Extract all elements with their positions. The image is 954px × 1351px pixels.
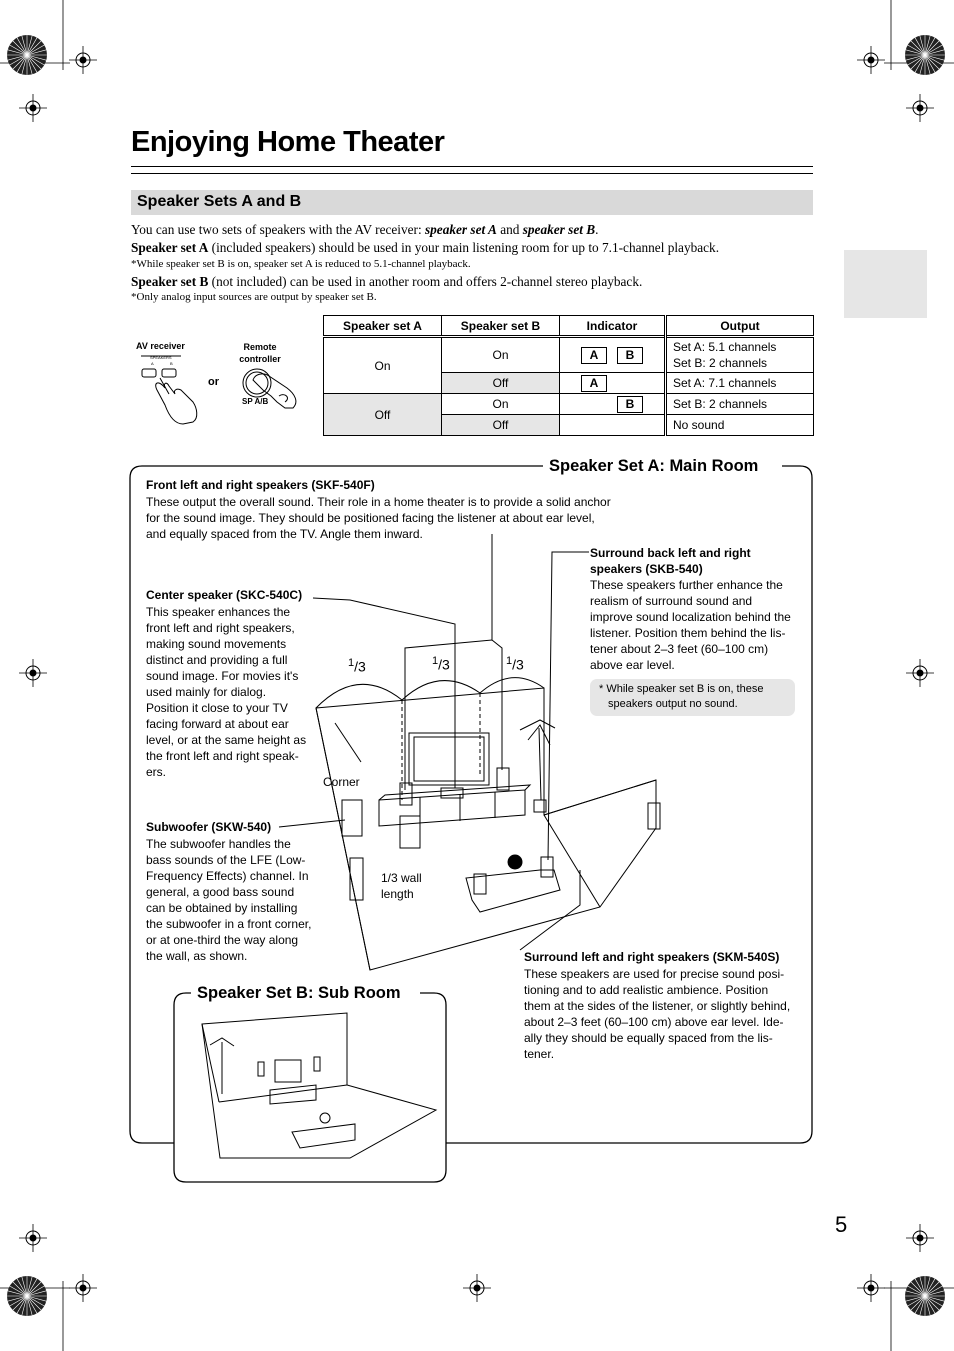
surround-text: These speakers are used for precise soun…	[524, 967, 791, 1061]
side-tab	[844, 250, 927, 318]
table-row: Off No sound	[324, 414, 814, 436]
set-b-cell: Off	[441, 414, 560, 436]
set-a-cell: On	[323, 336, 442, 394]
a-small-label: A	[151, 361, 154, 366]
indicator-a: A	[581, 346, 607, 364]
third-label-3: 1/3	[506, 655, 524, 673]
indicator-b: B	[617, 346, 643, 364]
page-number: 5	[835, 1212, 848, 1237]
sub-room-title: Speaker Set B: Sub Room	[191, 984, 407, 1003]
table-header-row: Speaker set A Speaker set B Indicator Ou…	[323, 315, 814, 337]
section-title: Speaker Sets A and B	[137, 193, 302, 210]
front-speakers-text: These output the overall sound. Their ro…	[146, 495, 611, 541]
intro-line-3: Speaker set B (not included) can be used…	[131, 274, 643, 289]
indicator-a: A	[581, 374, 607, 392]
av-receiver-label: AV receiver	[136, 341, 185, 351]
title-rule	[131, 166, 813, 174]
main-room-title: Speaker Set A: Main Room	[543, 457, 765, 476]
third-label-1: 1/3	[348, 657, 366, 675]
corner-label: Corner	[323, 775, 360, 789]
sp-ab-label: SP A/B	[242, 397, 269, 406]
indicator-b: B	[617, 395, 643, 413]
or-label: or	[208, 376, 219, 388]
subwoofer-title: Subwoofer (SKW-540)	[146, 820, 272, 834]
page-title: Enjoying Home Theater	[131, 126, 445, 158]
b-small-label: B	[170, 361, 173, 366]
table-row: Off On B Set B: 2 channels	[323, 393, 814, 436]
surround-title: Surround left and right speakers (SKM-54…	[524, 950, 780, 964]
output-cell: Set B: 2 channels	[664, 393, 814, 415]
intro-line-2: Speaker set A (included speakers) should…	[131, 240, 720, 255]
remote-label: Remote controller	[239, 342, 281, 364]
third-label-2: 1/3	[432, 655, 450, 673]
speakers-small-label: SPEAKERS	[150, 355, 172, 360]
speaker-set-table: Speaker set A Speaker set B Indicator Ou…	[323, 315, 814, 436]
intro-note-b: *Only analog input sources are output by…	[131, 291, 377, 303]
controls-illustration	[141, 355, 297, 425]
center-speaker-title: Center speaker (SKC-540C)	[146, 588, 303, 602]
output-cell: No sound	[664, 414, 814, 436]
intro-line-1: You can use two sets of speakers with th…	[131, 222, 599, 237]
set-a-cell: Off	[323, 393, 442, 436]
col-header-set-b: Speaker set B	[441, 315, 560, 337]
table-row: Off A Set A: 7.1 channels	[324, 372, 814, 394]
section-heading: Speaker Sets A and B	[131, 190, 813, 215]
intro-note-a: *While speaker set B is on, speaker set …	[131, 258, 471, 270]
front-speakers-title: Front left and right speakers (SKF-540F)	[146, 478, 375, 492]
